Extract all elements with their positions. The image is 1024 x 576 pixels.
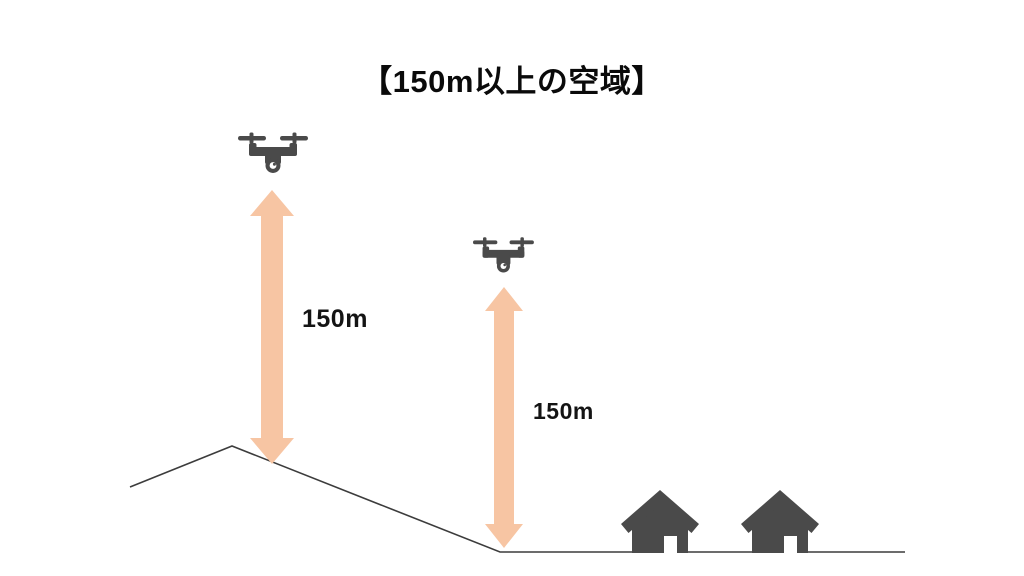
drone-icon-lower [473, 237, 534, 273]
house-icon-left [621, 490, 699, 553]
house-icon-right [741, 490, 819, 553]
altitude-label-ground: 150m [533, 398, 594, 424]
altitude-label-mountain: 150m [302, 305, 368, 333]
double-arrow-icon-mountain [250, 190, 294, 464]
page-title: 【150m以上の空域】 [361, 64, 663, 99]
double-arrow-icon-ground [485, 287, 523, 548]
terrain-line [129, 445, 905, 553]
drone-icon-upper [238, 132, 308, 173]
